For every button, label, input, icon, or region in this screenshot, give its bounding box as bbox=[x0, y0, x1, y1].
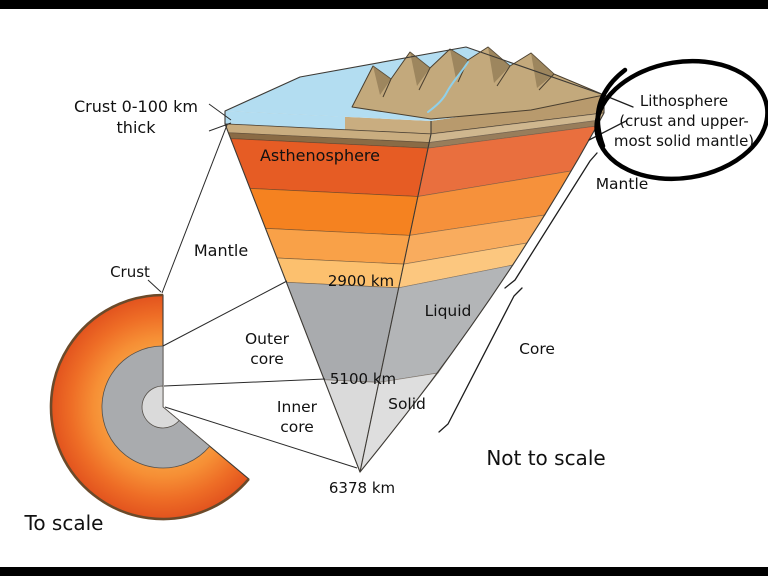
mantle-right-label: Mantle bbox=[596, 175, 649, 193]
asthenosphere-label: Asthenosphere bbox=[260, 146, 380, 165]
connector-lines bbox=[147, 103, 358, 469]
core-right-label: Core bbox=[519, 340, 555, 358]
depth-6378-label: 6378 km bbox=[329, 479, 395, 497]
solid-label: Solid bbox=[388, 395, 426, 413]
scale-crust-pointer bbox=[147, 279, 162, 293]
brackets bbox=[438, 95, 634, 433]
river bbox=[427, 61, 469, 113]
crust-thickness-label-2: thick bbox=[117, 118, 157, 137]
outer-core-label-2: core bbox=[250, 350, 284, 368]
mantle-bracket bbox=[504, 152, 598, 289]
connector-line-5100 bbox=[163, 378, 326, 387]
inner-core-label-1: Inner bbox=[277, 398, 318, 416]
labels: Crust 0-100 km thick Asthenosphere Mantl… bbox=[24, 92, 755, 535]
crust-scale-label: Crust bbox=[110, 263, 150, 281]
crust-thickness-label-1: Crust 0-100 km bbox=[74, 97, 198, 116]
to-scale-caption: To scale bbox=[24, 511, 104, 535]
right-face-highlight bbox=[360, 113, 604, 472]
block-front-right-face bbox=[431, 95, 604, 134]
connector-line-center bbox=[164, 406, 358, 469]
crust-pointer-lines bbox=[208, 103, 232, 132]
lithosphere-tick-lines bbox=[588, 95, 634, 141]
wedge-outline bbox=[224, 112, 605, 473]
layer-upper-mantle-left bbox=[249, 188, 419, 236]
core-bracket bbox=[438, 287, 523, 433]
inner-core-label-2: core bbox=[280, 418, 314, 436]
liquid-label: Liquid bbox=[425, 302, 472, 320]
mountain-ridges bbox=[382, 59, 555, 98]
scale-inner-core-sector bbox=[141, 385, 180, 429]
lithosphere-label-3: most solid mantle) bbox=[614, 132, 754, 150]
not-to-scale-caption: Not to scale bbox=[486, 446, 605, 470]
lithosphere-label-1: Lithosphere bbox=[640, 92, 728, 110]
connector-line-2900 bbox=[162, 280, 288, 347]
depth-2900-label: 2900 km bbox=[328, 272, 394, 290]
surface-block bbox=[224, 46, 605, 135]
wedge-left-face bbox=[224, 123, 432, 474]
to-scale-figure bbox=[49, 293, 250, 521]
outer-core-label-1: Outer bbox=[245, 330, 290, 348]
mantle-left-label: Mantle bbox=[194, 241, 248, 260]
depth-5100-label: 5100 km bbox=[330, 370, 396, 388]
wedge-right-face bbox=[224, 112, 605, 473]
lithosphere-label-2: (crust and upper- bbox=[619, 112, 749, 130]
annotation-overlap-stroke bbox=[595, 67, 628, 149]
scale-crust-arc bbox=[49, 293, 250, 521]
connector-line-crust bbox=[161, 124, 228, 294]
annotation bbox=[594, 58, 768, 182]
